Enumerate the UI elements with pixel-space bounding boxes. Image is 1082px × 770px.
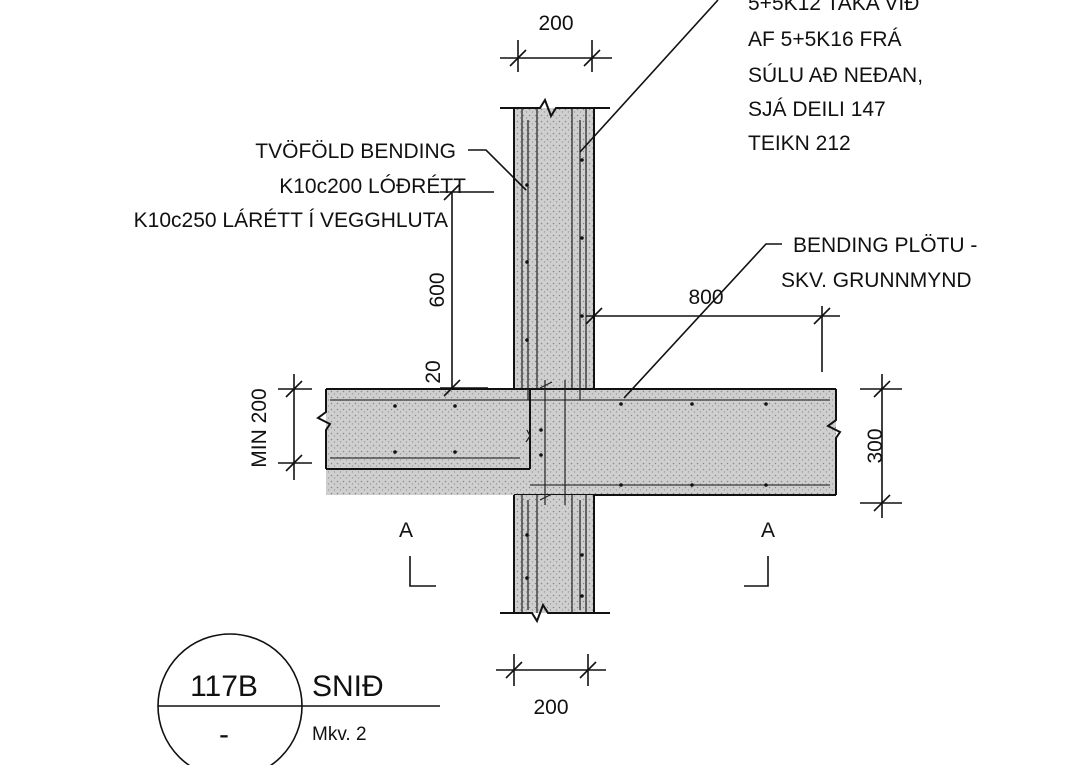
section-mark-left: A <box>399 519 436 587</box>
note-wall-line-2: K10c200 LÓÐRÉTT <box>279 175 466 198</box>
concrete-wall-lower <box>500 495 610 624</box>
note-top-right-line-5: TEIKN 212 <box>748 132 851 155</box>
note-top-right-line-1: 5+5K12 TAKA VIÐ <box>748 0 919 15</box>
dim-lap-600-label: 600 <box>426 272 449 307</box>
note-top-right-line-3: SÚLU AÐ NEÐAN, <box>748 64 923 87</box>
title-block-number: 117B <box>190 670 258 703</box>
concrete-slab <box>316 388 842 496</box>
dim-slab-800-label: 800 <box>688 286 723 309</box>
rebar-dots <box>393 158 768 598</box>
leader-lines <box>468 0 782 399</box>
dim-wall-top-width-label: 200 <box>538 12 573 35</box>
dim-cover-20-label: 20 <box>422 360 445 383</box>
note-slab-reinforcement: BENDING PLÖTU - SKV. GRUNNMYND <box>781 234 977 292</box>
dim-min-200: MIN 200 <box>248 374 312 480</box>
wall-rebar <box>525 120 581 610</box>
dim-min-200-label: MIN 200 <box>248 388 271 467</box>
dim-slab-300: 300 <box>860 374 902 518</box>
dim-wall-bottom-width-label: 200 <box>533 696 568 719</box>
note-wall-line-3: K10c250 LÁRÉTT Í VEGGHLUTA <box>134 209 448 232</box>
dim-slab-800: 800 <box>585 286 840 372</box>
note-top-right-line-2: AF 5+5K16 FRÁ <box>748 28 902 51</box>
dim-slab-300-label: 300 <box>864 428 887 463</box>
section-mark-right: A <box>744 519 775 587</box>
title-block-sheet: - <box>219 718 229 751</box>
dim-wall-bottom-width: 200 <box>496 654 606 719</box>
note-slab-line-2: SKV. GRUNNMYND <box>781 269 972 292</box>
note-wall-line-1: TVÖFÖLD BENDING <box>255 140 456 163</box>
title-block-title: SNIÐ <box>312 670 384 703</box>
title-block-scale: Mkv. 2 <box>312 724 367 745</box>
note-top-right-line-4: SJÁ DEILI 147 <box>748 98 886 121</box>
dim-wall-top-width: 200 <box>500 12 612 72</box>
section-mark-right-label: A <box>761 519 775 542</box>
note-slab-line-1: BENDING PLÖTU - <box>793 234 977 257</box>
title-block: 117B - SNIÐ Mkv. 2 <box>157 633 440 770</box>
section-mark-left-label: A <box>399 519 413 542</box>
note-wall-reinforcement: TVÖFÖLD BENDING K10c200 LÓÐRÉTT K10c250 … <box>134 140 467 232</box>
concrete-wall-upper <box>500 97 610 388</box>
dim-lap-600: 600 20 <box>422 183 494 397</box>
note-top-right: 5+5K12 TAKA VIÐ AF 5+5K16 FRÁ SÚLU AÐ NE… <box>748 0 923 155</box>
